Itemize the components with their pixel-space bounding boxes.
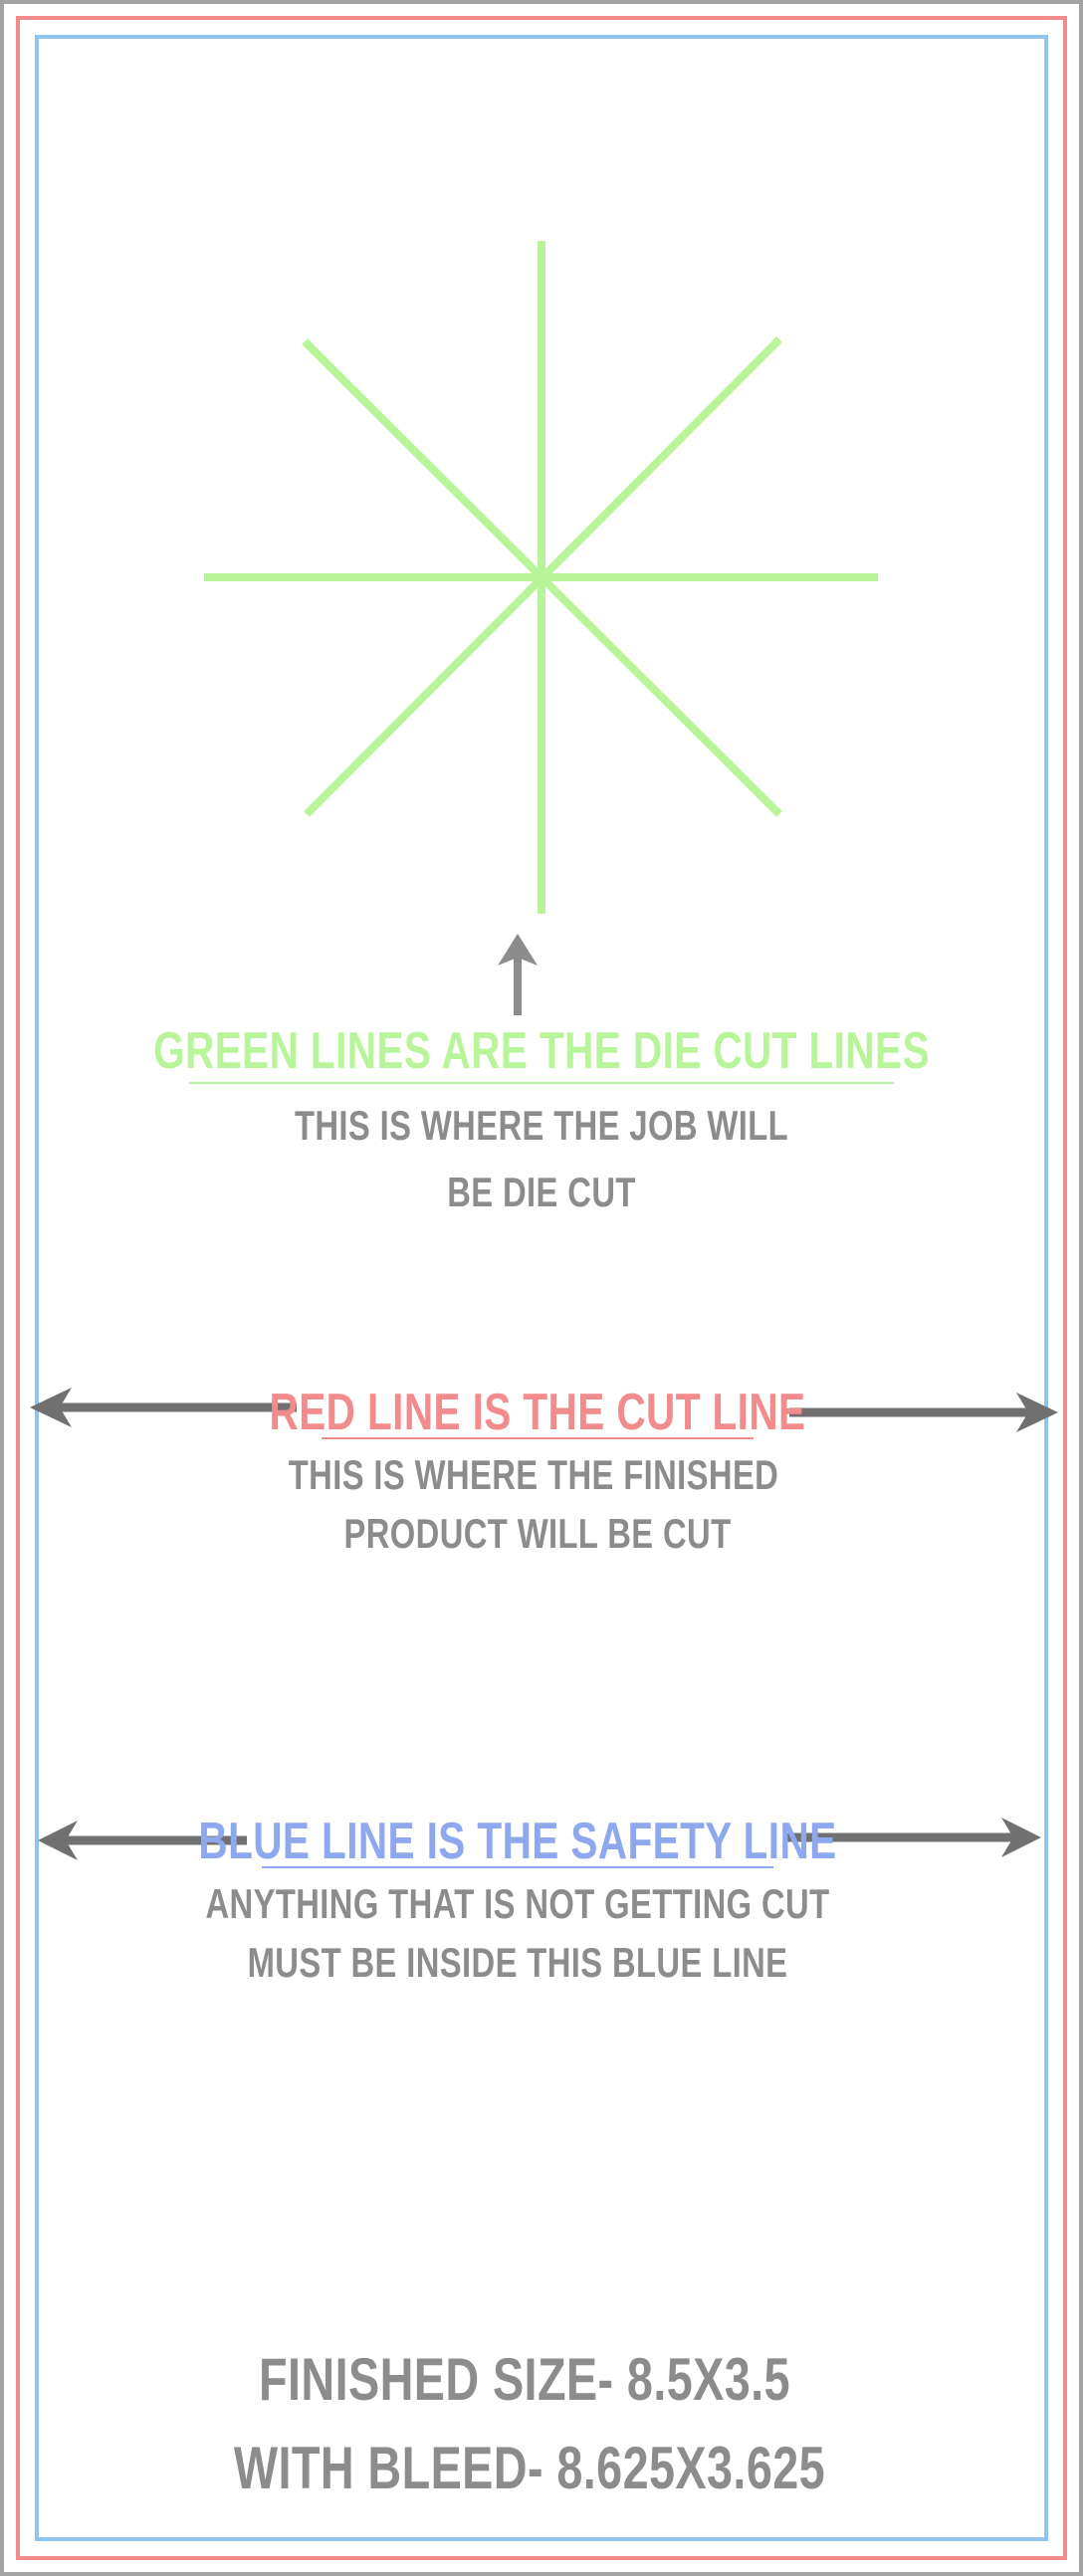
with-bleed-size-text: WITH BLEED- 8.625X3.625 bbox=[233, 2435, 826, 2501]
die-cut-pointer-arrow bbox=[498, 934, 538, 1015]
die-cut-heading: GREEN LINES ARE THE DIE CUT LINES bbox=[153, 1022, 930, 1080]
safety-line-frame bbox=[35, 35, 1048, 2541]
safety-line-description-line-1: ANYTHING THAT IS NOT GETTING CUT bbox=[205, 1880, 830, 1927]
die-cut-description-line-1: THIS IS WHERE THE JOB WILL bbox=[294, 1102, 789, 1149]
die-cut-description-line-2: BE DIE CUT bbox=[447, 1169, 636, 1215]
safety-line-description-line-2: MUST BE INSIDE THIS BLUE LINE bbox=[247, 1939, 788, 1986]
cut-line-right-arrow bbox=[789, 1393, 1058, 1432]
cut-line-heading: RED LINE IS THE CUT LINE bbox=[269, 1384, 806, 1441]
safety-line-right-arrow bbox=[787, 1818, 1041, 1857]
die-cut-diagonal-line-2 bbox=[304, 336, 782, 817]
cut-line-description-line-2: PRODUCT WILL BE CUT bbox=[343, 1510, 732, 1557]
safety-line-left-arrow bbox=[38, 1821, 247, 1860]
die-cut-star bbox=[204, 241, 878, 914]
cut-line-description-line-1: THIS IS WHERE THE FINISHED bbox=[288, 1451, 779, 1498]
finished-size-text: FINISHED SIZE- 8.5X3.5 bbox=[259, 2346, 790, 2413]
safety-line-heading: BLUE LINE IS THE SAFETY LINE bbox=[198, 1813, 837, 1870]
cut-line-left-arrow bbox=[30, 1388, 297, 1427]
cut-line-frame bbox=[16, 16, 1067, 2560]
